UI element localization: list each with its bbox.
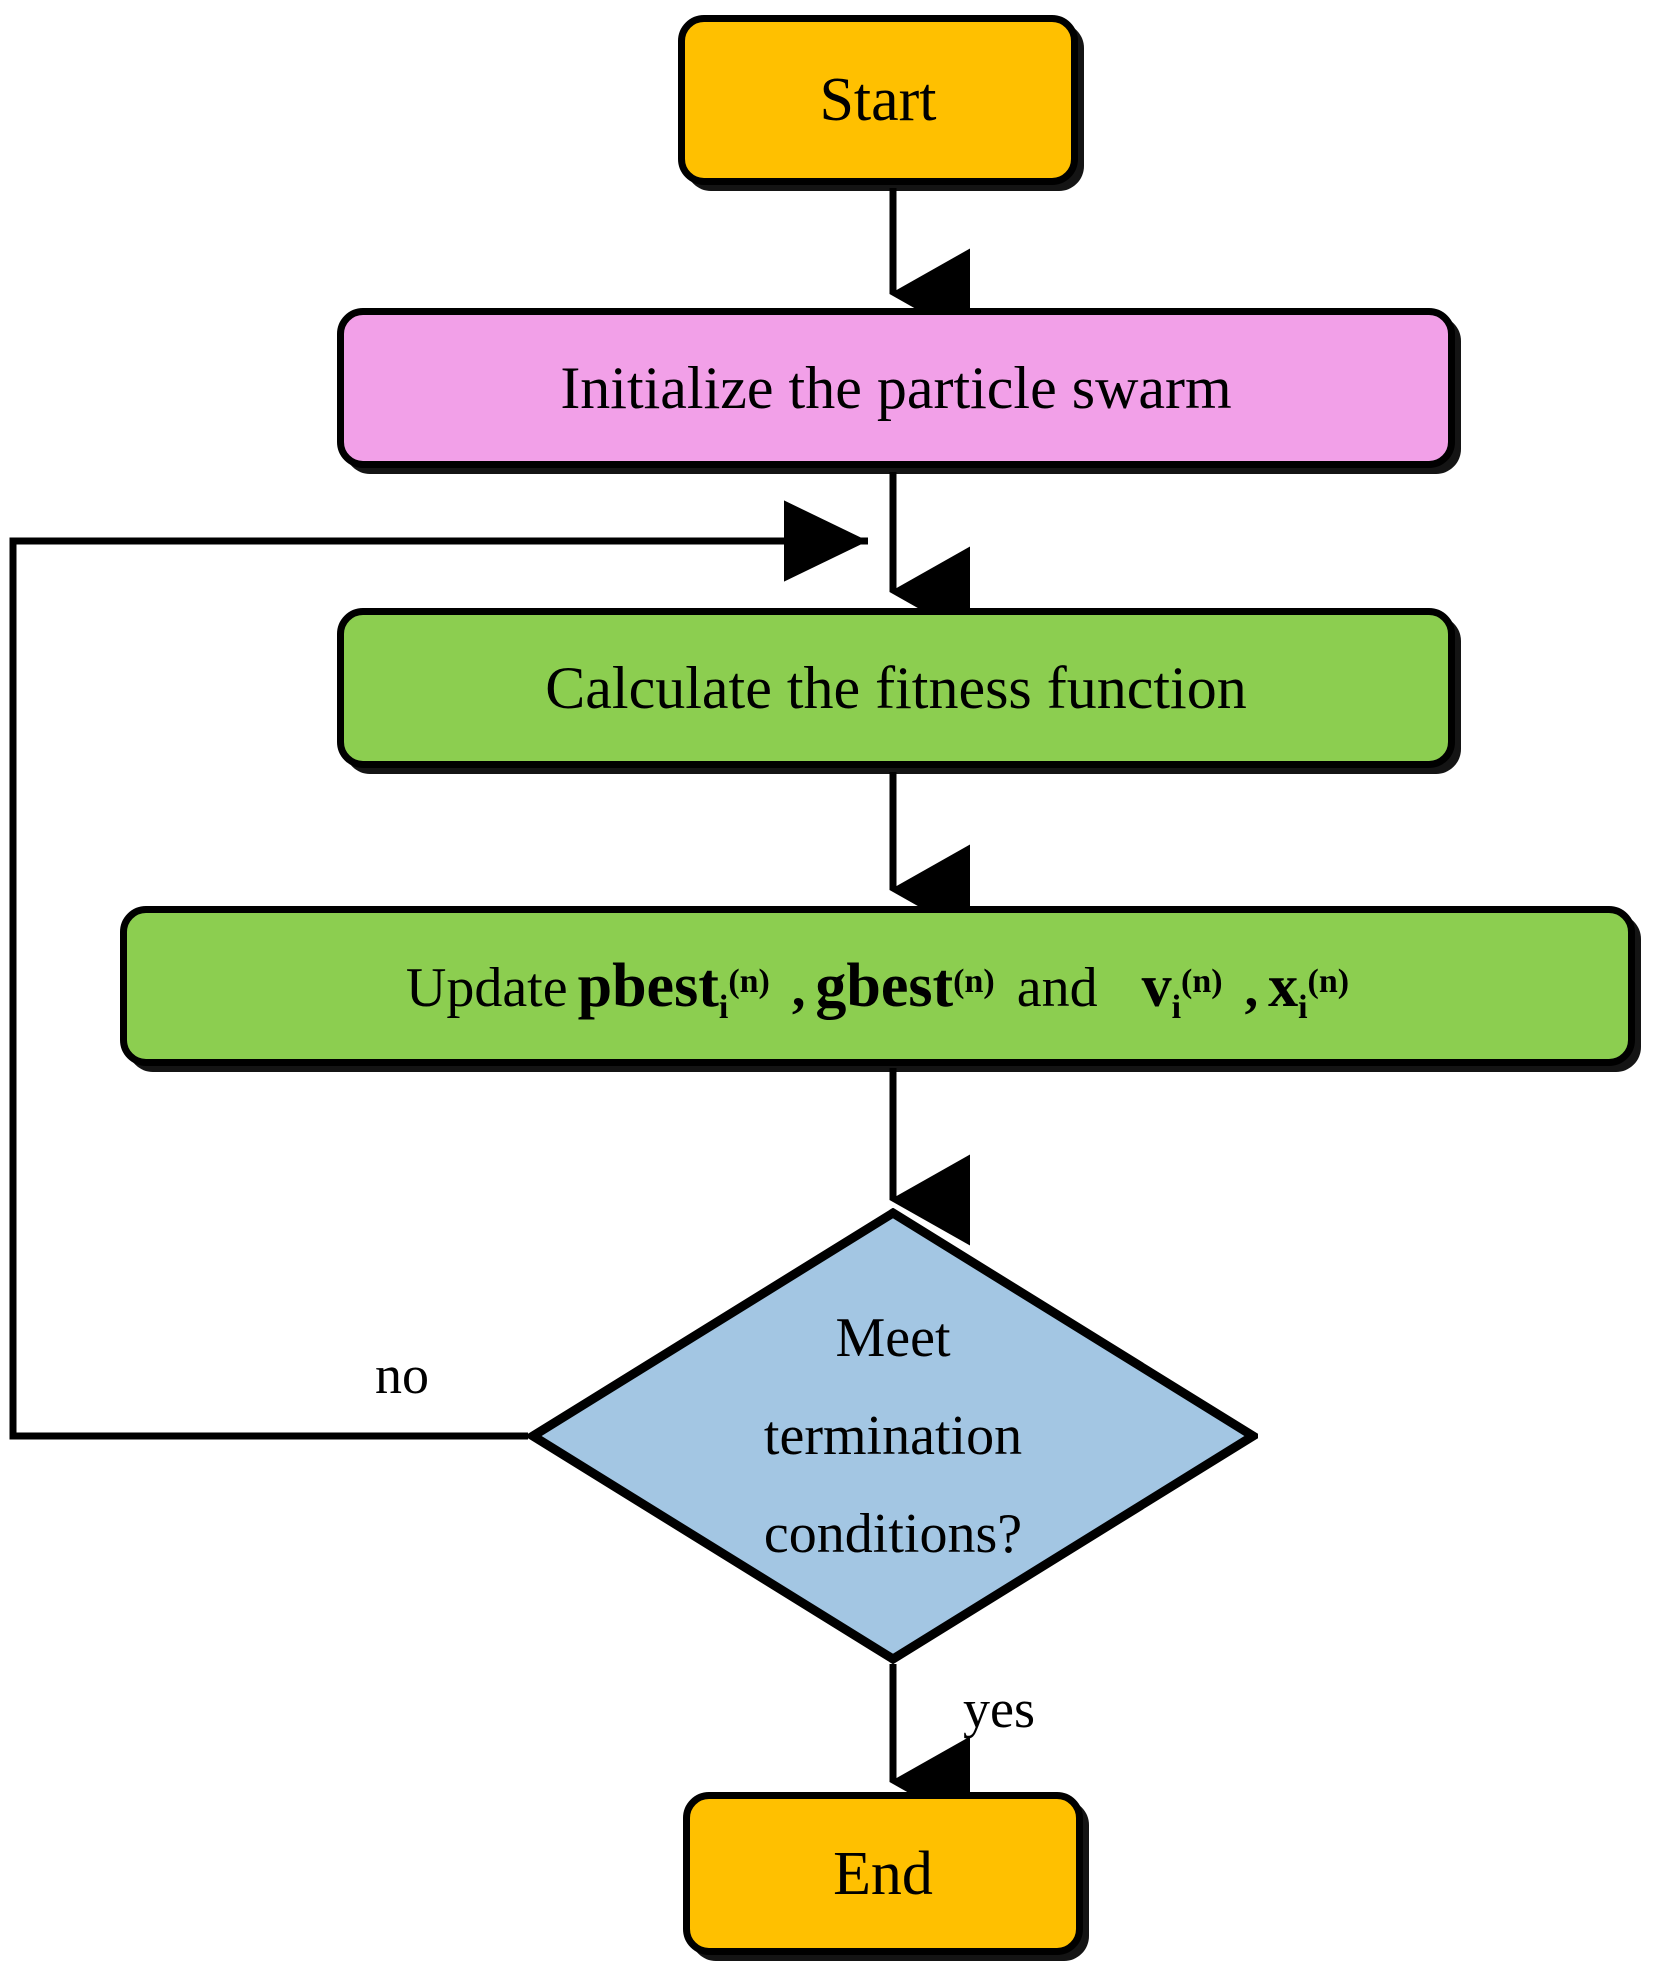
gbest-superscript: (n) bbox=[953, 963, 995, 1000]
node-start[interactable]: Start bbox=[678, 15, 1078, 185]
node-decision[interactable]: Meet termination conditions? bbox=[528, 1208, 1258, 1664]
gbest-symbol: gbest bbox=[815, 952, 954, 1020]
node-calculate-fitness-label: Calculate the fitness function bbox=[545, 655, 1247, 721]
decision-diamond-shape bbox=[528, 1208, 1258, 1664]
edge-decision-no-feedback bbox=[9, 500, 868, 1440]
node-initialize[interactable]: Initialize the particle swarm bbox=[337, 308, 1455, 468]
node-start-label: Start bbox=[819, 66, 937, 134]
velocity-subscript: i bbox=[1171, 989, 1182, 1026]
position-superscript: (n) bbox=[1307, 963, 1350, 1000]
position-symbol: x bbox=[1268, 953, 1299, 1019]
node-end-label: End bbox=[833, 1839, 933, 1908]
pbest-superscript: (n) bbox=[728, 963, 770, 1000]
update-comma-1: , bbox=[791, 958, 806, 1018]
node-end[interactable]: End bbox=[683, 1792, 1083, 1955]
update-conjunction: and bbox=[1016, 957, 1098, 1019]
node-calculate-fitness[interactable]: Calculate the fitness function bbox=[337, 608, 1455, 768]
pbest-subscript: i bbox=[718, 989, 729, 1026]
update-verb: Update bbox=[405, 957, 568, 1019]
edge-label-yes: yes bbox=[963, 1679, 1035, 1739]
pbest-symbol: pbest bbox=[577, 952, 719, 1020]
edge-label-no: no bbox=[375, 1345, 429, 1405]
velocity-superscript: (n) bbox=[1181, 963, 1223, 1000]
node-initialize-label: Initialize the particle swarm bbox=[560, 355, 1232, 421]
velocity-symbol: v bbox=[1141, 953, 1172, 1019]
update-comma-2: , bbox=[1244, 958, 1259, 1018]
position-subscript: i bbox=[1298, 989, 1308, 1026]
